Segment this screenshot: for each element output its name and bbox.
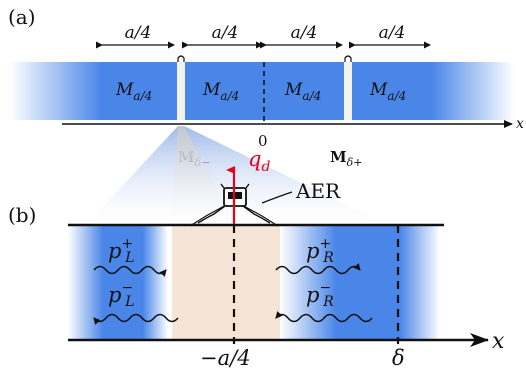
wave-arrow-right-right: [275, 263, 361, 275]
zoom-cone: [86, 126, 388, 225]
panel-a-strip: [10, 55, 514, 124]
wave-label-right-plus: p+R: [306, 236, 334, 266]
aer-antenna-right: [245, 183, 250, 189]
defect-marker-left: [177, 55, 185, 62]
segment-width-arrows: a/4 a/4 a/4 a/4: [96, 23, 431, 49]
aer-leg-right: [242, 205, 271, 224]
defect-gap-left: [177, 62, 185, 120]
tick-label-right: δ: [392, 346, 405, 370]
width-label-3: a/4: [291, 23, 318, 43]
wave-label-left-minus: p−L: [108, 280, 134, 310]
right-blue-region: [280, 225, 440, 340]
block-label-3: Ma/4: [284, 80, 321, 103]
block-label-2: Ma/4: [202, 80, 239, 103]
block-labels: Ma/4 Ma/4 Ma/4 Ma/4: [115, 80, 406, 103]
waveguide: [68, 223, 489, 347]
defect-gap-right: [344, 62, 352, 120]
flux-label: qd: [248, 147, 270, 175]
aer-membrane: [189, 204, 279, 227]
wave-arrow-right-left: [275, 311, 373, 323]
resonator-region: [172, 225, 290, 340]
block-label-1: Ma/4: [115, 80, 152, 103]
wave-labels: p+L p−L p+R p−R: [108, 236, 334, 310]
width-label-2: a/4: [212, 23, 239, 43]
defect-label-right: Mδ+: [330, 148, 362, 169]
wavy-arrows: [93, 263, 373, 325]
wave-arrow-left-left: [93, 313, 179, 325]
width-label-4: a/4: [379, 23, 406, 43]
aer-device: [189, 166, 293, 227]
tick-label-left: −a/4: [200, 346, 251, 370]
aer-label: AER: [295, 179, 341, 203]
width-label-1: a/4: [125, 23, 152, 43]
zoom-cone-center: [170, 126, 236, 225]
panel-b-tag: (b): [8, 203, 36, 227]
origin-label: 0: [258, 132, 268, 150]
defect-marker-right: [344, 55, 352, 62]
wave-arrow-left-right: [93, 265, 167, 277]
strip-main: [100, 62, 433, 120]
aer-leg-left: [197, 205, 226, 224]
wave-label-right-minus: p−R: [306, 280, 334, 310]
aer-antenna-left: [220, 183, 225, 189]
strip-fade-right: [432, 62, 514, 120]
axis-b-label: x: [492, 329, 505, 354]
wave-label-left-plus: p+L: [108, 236, 134, 266]
strip-fade-left: [10, 62, 102, 120]
block-label-4: Ma/4: [369, 80, 406, 103]
aer-pointer-line: [261, 191, 293, 204]
panel-a-tag: (a): [8, 5, 36, 29]
axis-a-label: x: [516, 116, 524, 132]
